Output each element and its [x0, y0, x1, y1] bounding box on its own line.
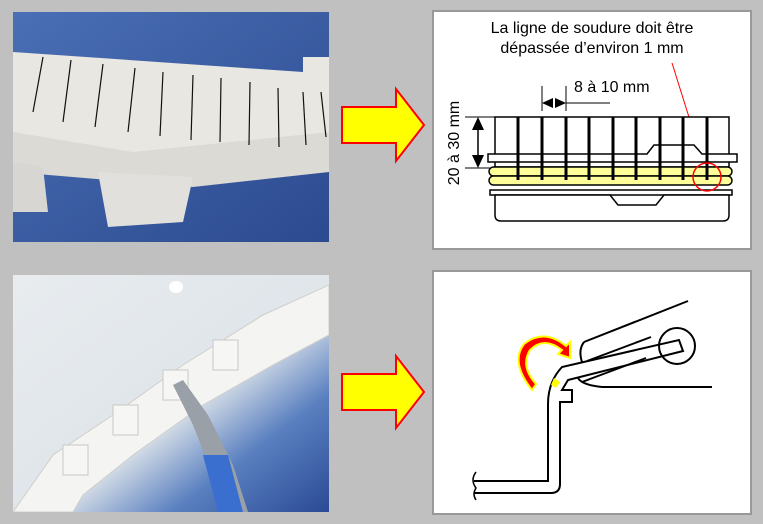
- spacing-label: 8 à 10 mm: [574, 79, 650, 96]
- photo-marked-weld-line: [13, 12, 329, 242]
- rotate-arrow-icon: [517, 335, 571, 392]
- note-line-2: dépassée d’environ 1 mm: [500, 40, 683, 57]
- depth-label: 20 à 30 mm: [446, 101, 463, 185]
- note-line-1: La ligne de soudure doit être: [491, 20, 694, 37]
- pliers-bending-diagram: [432, 270, 752, 515]
- arrow-right-icon: [338, 352, 428, 432]
- highlight-circle: [692, 162, 722, 192]
- weld-line-diagram: La ligne de soudure doit être dépassée d…: [432, 10, 752, 250]
- photo-pliers-breaking: [13, 275, 329, 512]
- arrow-right-icon: [338, 85, 428, 165]
